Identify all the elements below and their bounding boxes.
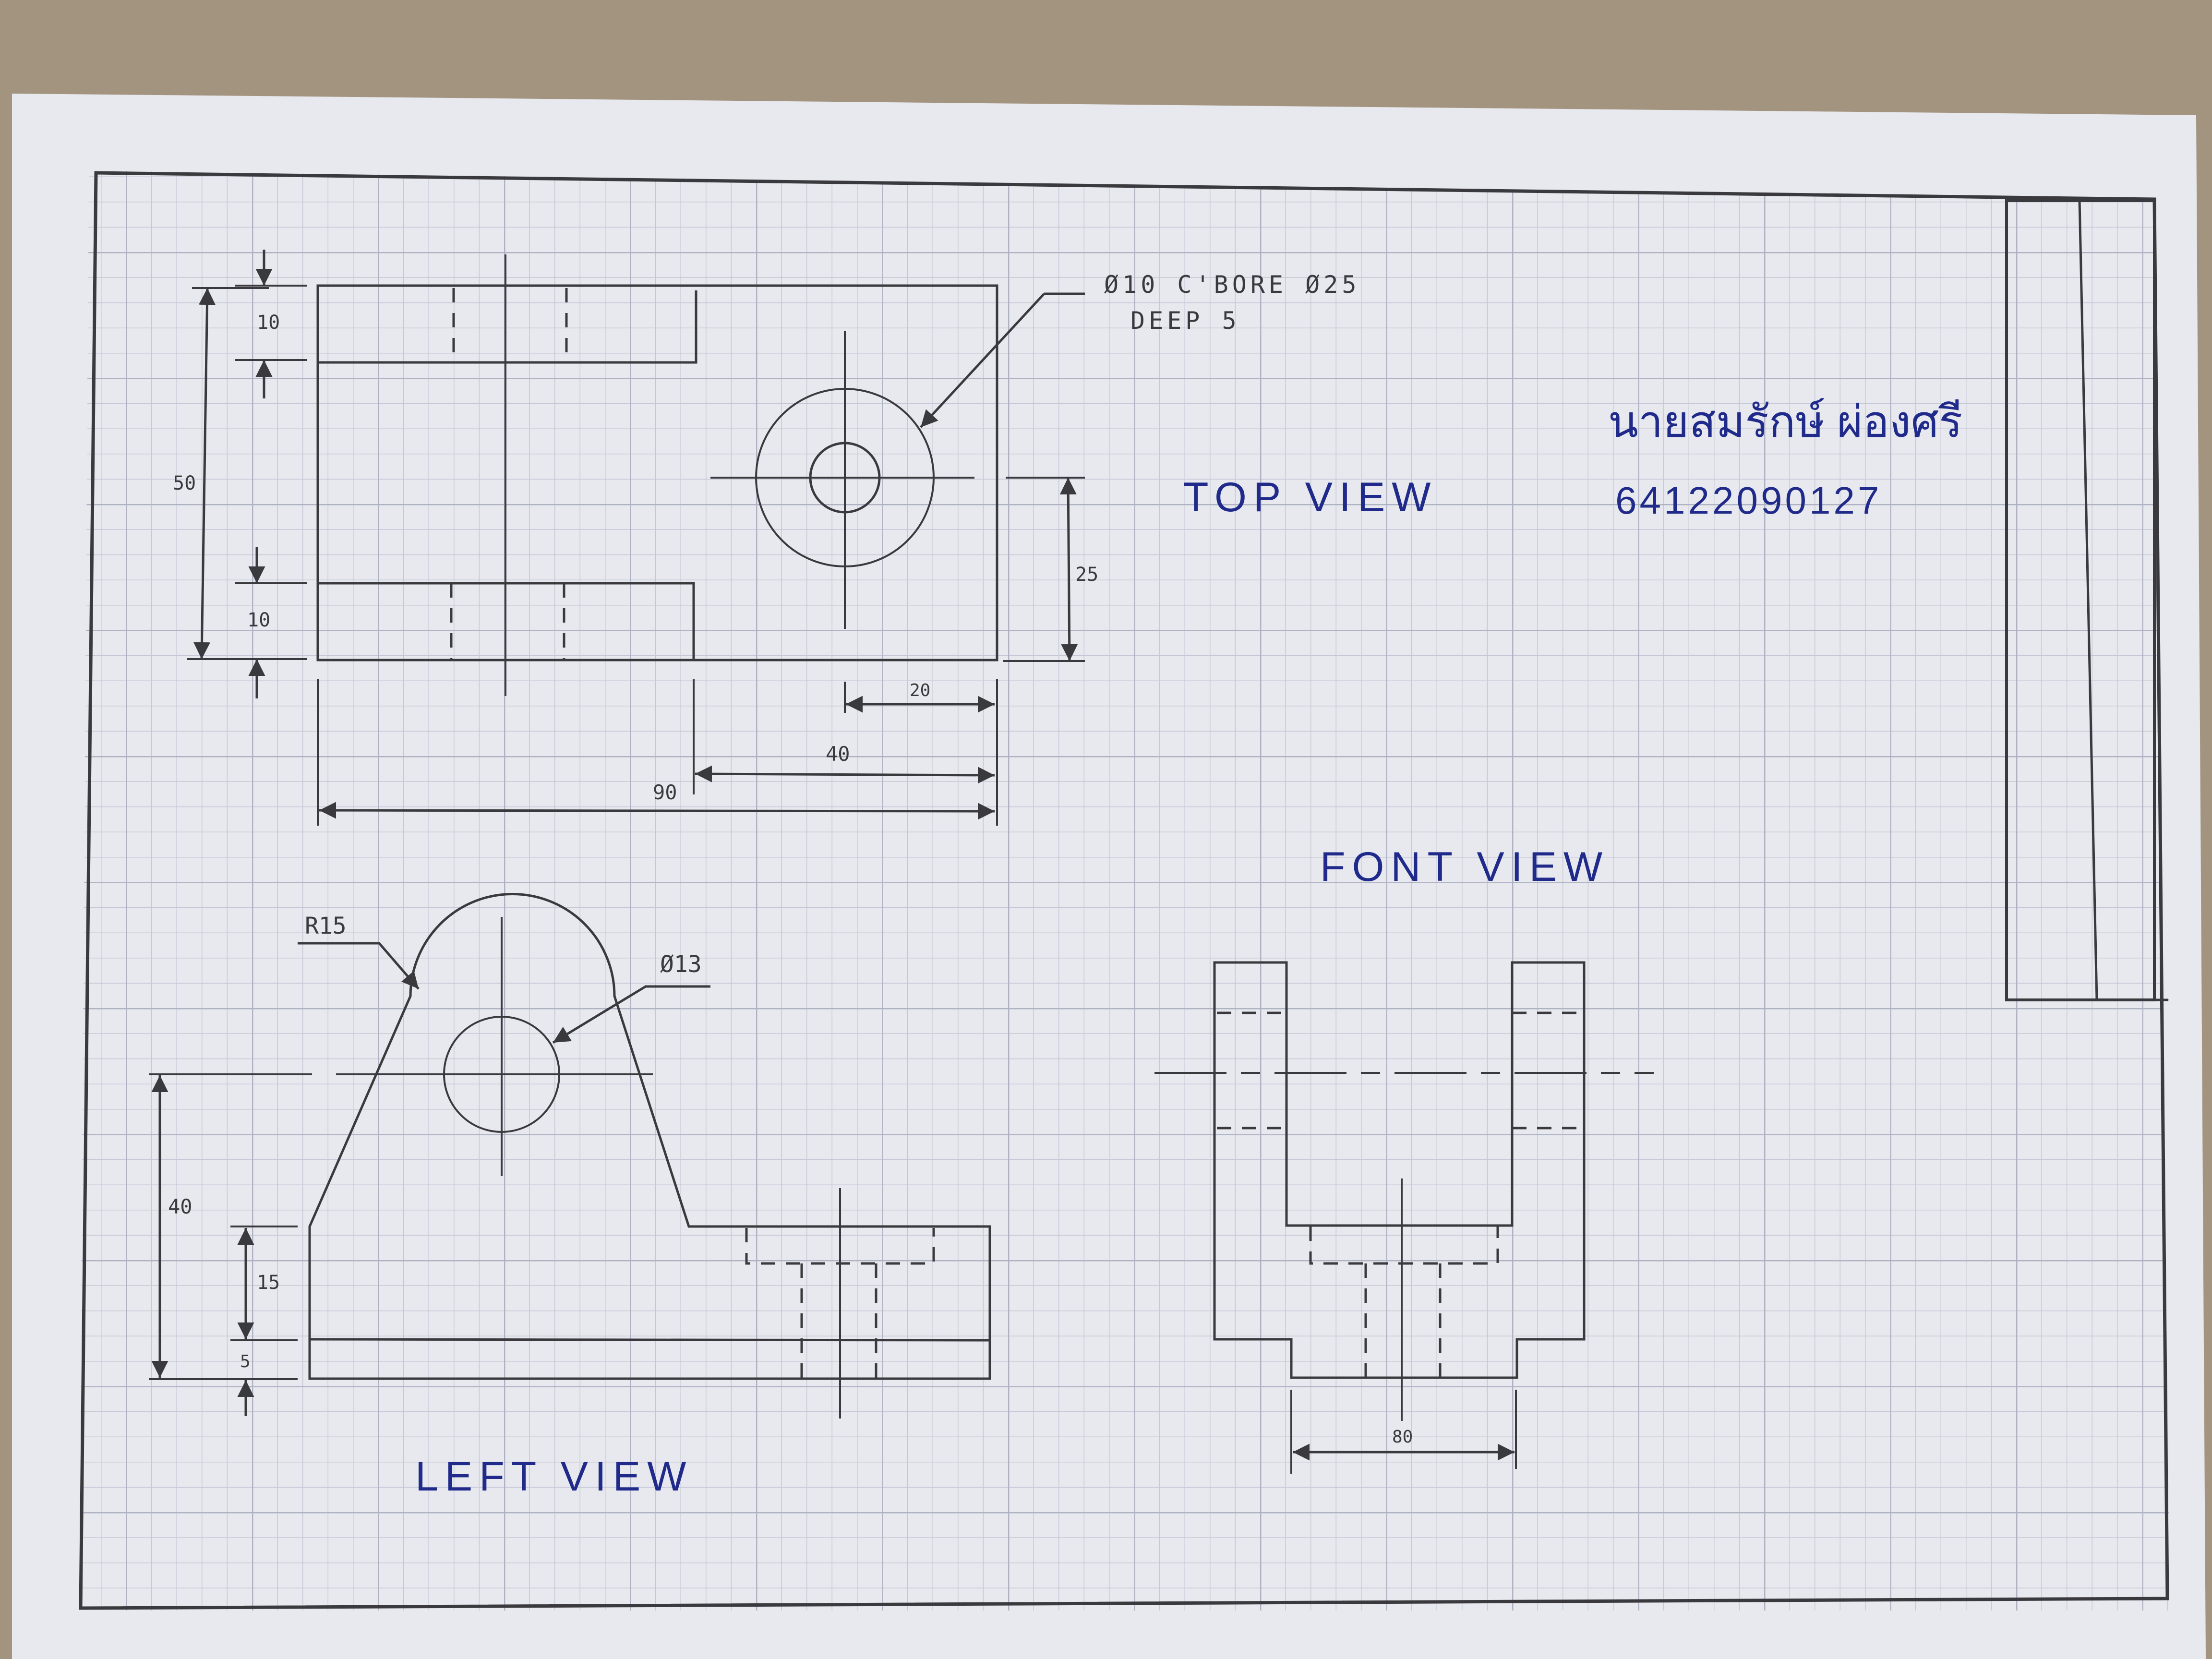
radius-leader	[298, 942, 420, 990]
front-outline	[1213, 961, 1586, 1379]
top-outline	[316, 284, 998, 661]
dim-top-25: 25	[1075, 564, 1098, 586]
cbore-callout-line1: Ø10 C'BORE Ø25	[1104, 271, 1360, 299]
cbore-outer-circle	[755, 388, 935, 567]
front-view	[1154, 961, 1654, 1474]
cbore-leader	[920, 293, 1045, 428]
dim-top-90: 90	[653, 781, 677, 804]
left-profile	[308, 893, 991, 1380]
top-slot-upper	[318, 290, 697, 364]
dim-front-80: 80	[1392, 1427, 1413, 1447]
dim-top-20: 20	[910, 681, 930, 700]
student-id: 64122090127	[1615, 479, 1882, 522]
title-strip-divider	[2078, 199, 2098, 1001]
graph-grid	[79, 170, 2170, 1611]
hole-leader	[552, 985, 710, 1044]
dim-top-10-lower: 10	[247, 609, 270, 631]
dim-left-40: 40	[168, 1195, 192, 1218]
dim-left-5: 5	[240, 1352, 251, 1371]
dim-top-50: 50	[173, 472, 196, 494]
left-view-title: LEFT VIEW	[415, 1454, 693, 1500]
dim-top-10-upper: 10	[257, 312, 280, 334]
dim-left-15: 15	[257, 1272, 280, 1294]
top-view-title: TOP VIEW	[1183, 474, 1437, 520]
front-view-title: FONT VIEW	[1320, 844, 1609, 890]
cbore-callout-line2: DEEP 5	[1130, 307, 1240, 335]
hole-callout: Ø13	[660, 951, 702, 978]
top-slot-lower	[318, 582, 695, 660]
student-name: นายสมรักษ์ ผ่องศรี	[1608, 397, 1962, 446]
radius-callout: R15	[305, 913, 347, 939]
cbore-inner-circle	[809, 442, 881, 514]
drawing-border	[79, 171, 2169, 1610]
top-view	[187, 250, 1085, 826]
left-view	[149, 893, 991, 1419]
dim-top-40: 40	[826, 742, 850, 766]
